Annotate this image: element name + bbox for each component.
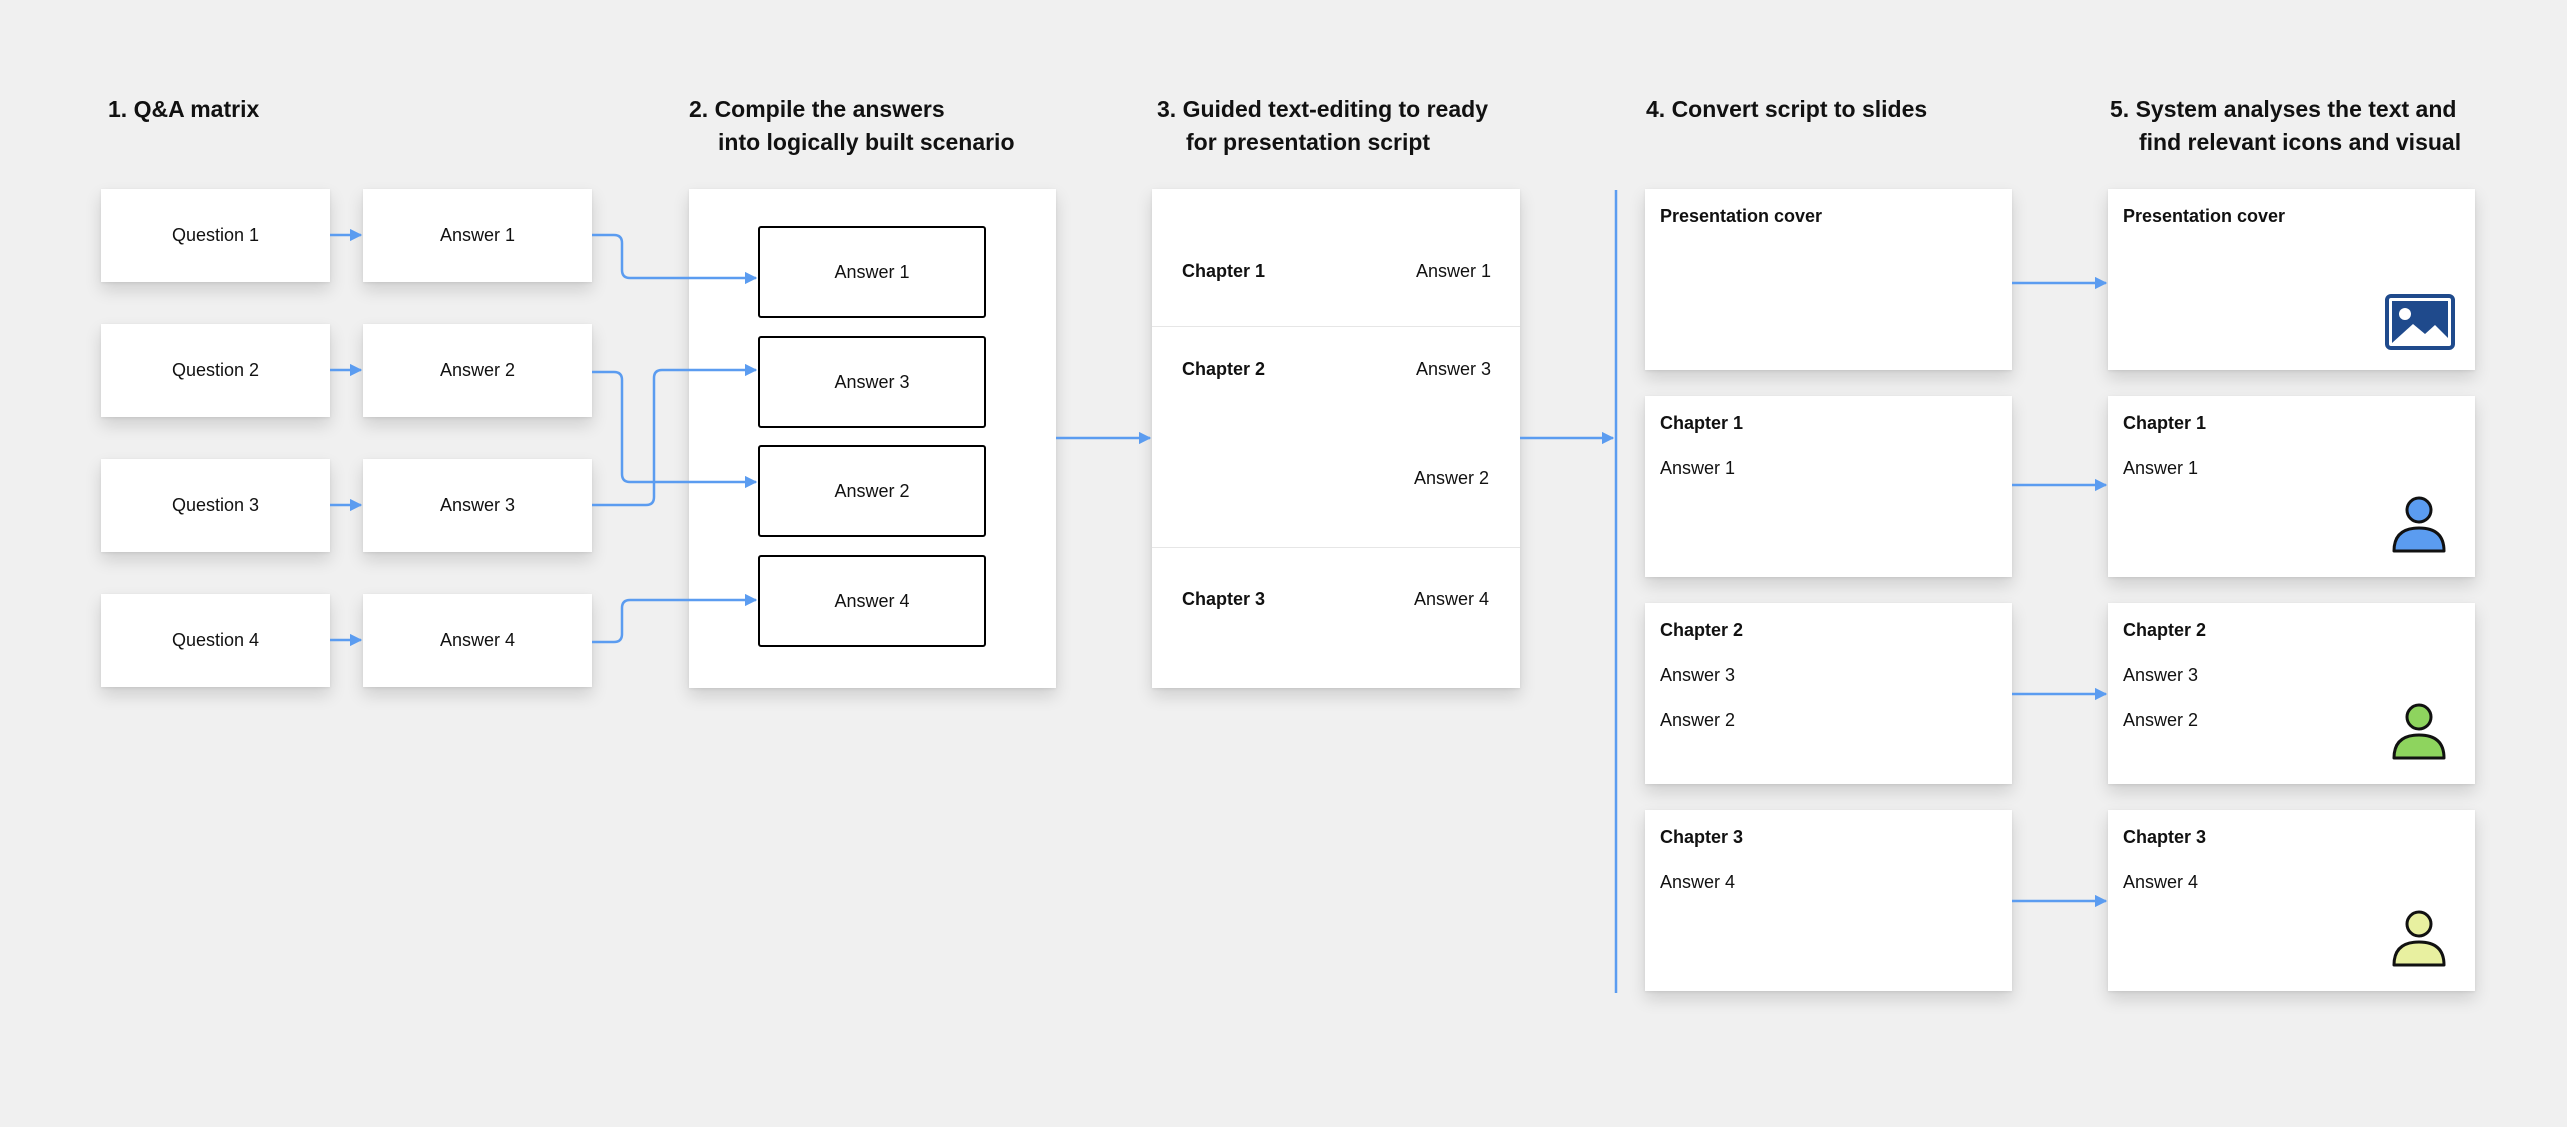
slide-title: Chapter 1	[1660, 413, 1744, 433]
step-3-line2: for presentation script	[1186, 129, 1431, 155]
image-icon	[2385, 294, 2455, 350]
visual-slide-chapter-1[interactable]: Chapter 1 Answer 1	[2108, 396, 2475, 577]
answer-label: Answer 2	[439, 360, 516, 380]
step-4-heading: 4. Convert script to slides	[1646, 93, 1927, 126]
scenario-label: Answer 1	[834, 261, 910, 282]
script-divider	[1152, 547, 1520, 548]
question-card-1[interactable]: Question 1	[101, 189, 330, 282]
step-1-line1: 1. Q&A matrix	[108, 96, 260, 122]
step-2-line1: 2. Compile the answers	[689, 96, 945, 122]
slide-title: Chapter 3	[2123, 827, 2207, 847]
step-2-line2: into logically built scenario	[718, 129, 1015, 155]
question-card-4[interactable]: Question 4	[101, 594, 330, 687]
answer-label: Answer 1	[439, 225, 516, 245]
script-answer-3: Answer 3	[1415, 359, 1491, 379]
slide-chapter-3[interactable]: Chapter 3 Answer 4	[1645, 810, 2012, 991]
step-3-line1: 3. Guided text-editing to ready	[1157, 96, 1488, 122]
person-icon	[2392, 703, 2446, 760]
answer-label: Answer 3	[439, 495, 516, 515]
step-3-heading: 3. Guided text-editing to ready for pres…	[1157, 93, 1488, 159]
question-card-3[interactable]: Question 3	[101, 459, 330, 552]
slide-chapter-1[interactable]: Chapter 1 Answer 1	[1645, 396, 2012, 577]
slide-line: Answer 1	[2123, 458, 2199, 478]
script-chapter-3: Chapter 3	[1182, 589, 1266, 609]
answer-label: Answer 4	[439, 630, 516, 650]
slide-title: Presentation cover	[1660, 206, 1823, 226]
slide-title: Chapter 2	[2123, 620, 2207, 640]
visual-slide-cover[interactable]: Presentation cover	[2108, 189, 2475, 370]
step-4-line1: 4. Convert script to slides	[1646, 96, 1928, 122]
person-icon	[2392, 496, 2446, 553]
step-1-heading: 1. Q&A matrix	[108, 93, 259, 126]
slide-line: Answer 4	[1660, 872, 1736, 892]
arrow-a3-scenario	[592, 363, 758, 507]
question-card-2[interactable]: Question 2	[101, 324, 330, 417]
answer-card-3[interactable]: Answer 3	[363, 459, 592, 552]
step-5-line2: find relevant icons and visual	[2139, 129, 2462, 155]
answer-card-4[interactable]: Answer 4	[363, 594, 592, 687]
arrow-a4-scenario	[592, 593, 758, 644]
scenario-label: Answer 2	[834, 480, 910, 501]
scenario-box-1[interactable]: Answer 1	[758, 226, 986, 318]
script-chapter-2: Chapter 2	[1182, 359, 1266, 379]
slide-line: Answer 2	[1660, 710, 1736, 730]
scenario-box-2[interactable]: Answer 3	[758, 336, 986, 428]
slide-chapter-2[interactable]: Chapter 2 Answer 3 Answer 2	[1645, 603, 2012, 784]
scenario-label: Answer 4	[834, 590, 910, 611]
answer-card-1[interactable]: Answer 1	[363, 189, 592, 282]
scenario-panel: Answer 1 Answer 3 Answer 2 Answer 4	[689, 189, 1056, 688]
slide-line: Answer 1	[1660, 458, 1736, 478]
scenario-box-3[interactable]: Answer 2	[758, 445, 986, 537]
visual-slide-chapter-2[interactable]: Chapter 2 Answer 3 Answer 2	[2108, 603, 2475, 784]
script-answer-4: Answer 4	[1413, 589, 1489, 609]
slide-title: Presentation cover	[2123, 206, 2286, 226]
slide-line: Answer 3	[1660, 665, 1736, 685]
person-icon	[2392, 910, 2446, 967]
question-label: Question 4	[171, 630, 260, 650]
scenario-box-4[interactable]: Answer 4	[758, 555, 986, 647]
slide-title: Chapter 3	[1660, 827, 1744, 847]
scenario-label: Answer 3	[834, 371, 910, 392]
arrow-a1-scenario	[592, 233, 758, 285]
step-5-heading: 5. System analyses the text and find rel…	[2110, 93, 2461, 159]
slide-line: Answer 2	[2123, 710, 2199, 730]
question-label: Question 3	[171, 495, 260, 515]
slide-line: Answer 4	[2123, 872, 2199, 892]
slide-cover[interactable]: Presentation cover	[1645, 189, 2012, 370]
script-answer-1: Answer 1	[1415, 261, 1491, 281]
script-divider	[1152, 326, 1520, 327]
step-5-line1: 5. System analyses the text and	[2110, 96, 2457, 122]
question-label: Question 1	[171, 225, 260, 245]
script-panel: Chapter 1 Answer 1 Chapter 2 Answer 3 An…	[1152, 189, 1520, 688]
answer-card-2[interactable]: Answer 2	[363, 324, 592, 417]
step-2-heading: 2. Compile the answers into logically bu…	[689, 93, 1015, 159]
slide-title: Chapter 2	[1660, 620, 1744, 640]
question-label: Question 2	[171, 360, 260, 380]
script-chapter-1: Chapter 1	[1182, 261, 1266, 281]
script-answer-2: Answer 2	[1413, 468, 1489, 488]
arrow-a2-scenario	[592, 370, 758, 489]
slide-line: Answer 3	[2123, 665, 2199, 685]
visual-slide-chapter-3[interactable]: Chapter 3 Answer 4	[2108, 810, 2475, 991]
slide-title: Chapter 1	[2123, 413, 2207, 433]
